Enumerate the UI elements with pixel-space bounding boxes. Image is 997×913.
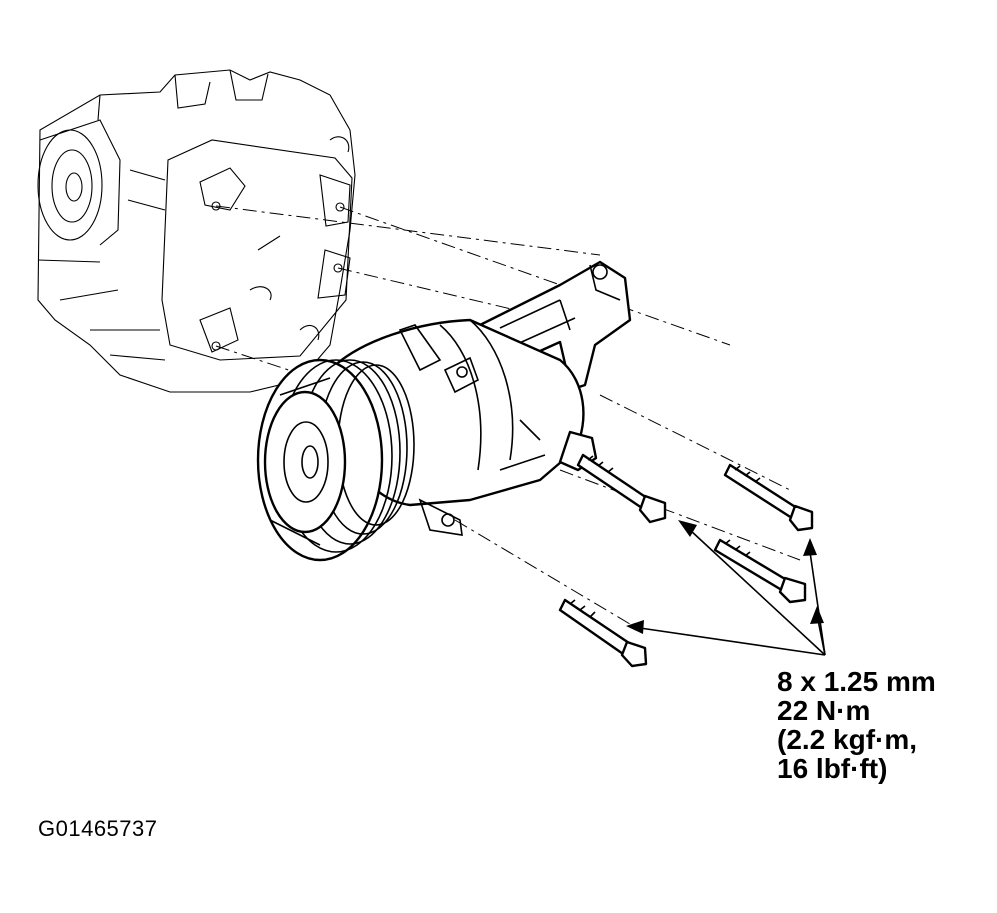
bolt-upper <box>723 463 814 532</box>
arrowhead-middle <box>810 606 824 624</box>
figure-id: G01465737 <box>38 816 158 841</box>
arrowhead-upper <box>803 538 817 556</box>
arrowhead-left <box>678 520 697 537</box>
torque-nm-text: 22 N·m <box>777 695 871 726</box>
bolt-middle <box>713 538 807 604</box>
torque-spec-label: 8 x 1.25 mm 22 N·m (2.2 kgf·m, 16 lbf·ft… <box>777 667 936 783</box>
torque-lbfft-text: 16 lbf·ft) <box>777 753 888 784</box>
engine-block <box>37 69 356 393</box>
bolt-lower <box>558 598 648 668</box>
arrowhead-lower <box>626 620 644 634</box>
bolt-left <box>576 453 667 524</box>
leader-lines <box>626 520 826 656</box>
torque-kgfm-text: (2.2 kgf·m, <box>777 724 918 755</box>
ac-compressor <box>256 260 632 562</box>
bolt-size-text: 8 x 1.25 mm <box>777 666 936 697</box>
